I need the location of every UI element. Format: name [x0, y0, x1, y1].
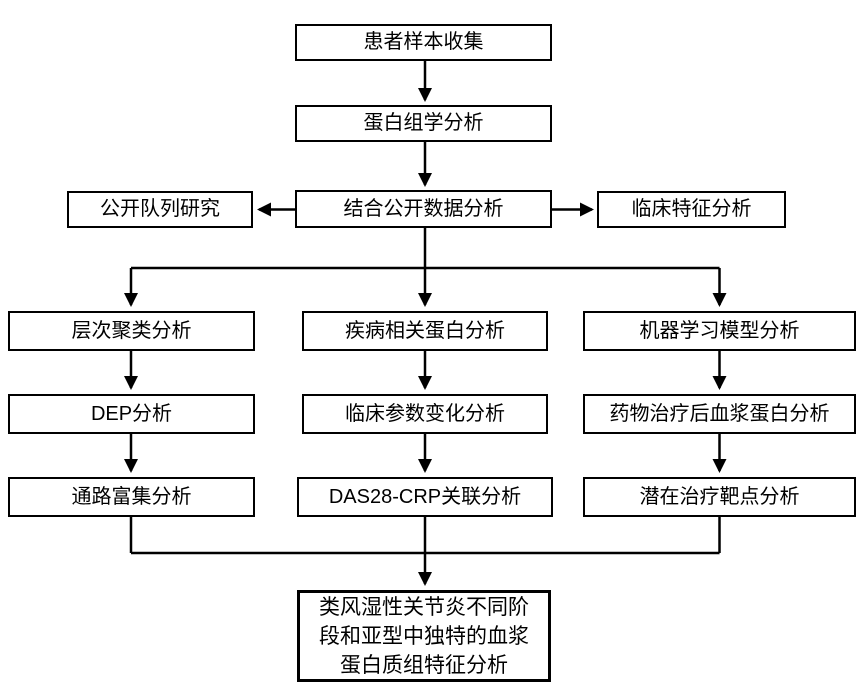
node-patient-sample-collection: 患者样本收集 — [295, 24, 552, 61]
node-pathway-enrichment-analysis: 通路富集分析 — [8, 477, 255, 517]
node-clinical-parameter-change-analysis: 临床参数变化分析 — [302, 394, 548, 434]
node-final-plasma-proteome-feature-analysis: 类风湿性关节炎不同阶 段和亚型中独特的血浆 蛋白质组特征分析 — [297, 590, 551, 682]
node-combined-public-data-analysis: 结合公开数据分析 — [295, 190, 552, 228]
node-public-cohort-study: 公开队列研究 — [67, 191, 253, 228]
node-das28-crp-association-analysis: DAS28-CRP关联分析 — [297, 477, 553, 517]
final-node-line: 类风湿性关节炎不同阶 — [319, 595, 529, 619]
node-potential-therapeutic-target-analysis: 潜在治疗靶点分析 — [583, 477, 856, 517]
final-node-line: 段和亚型中独特的血浆 — [319, 624, 529, 648]
node-proteomics-analysis: 蛋白组学分析 — [295, 105, 552, 142]
node-dep-analysis: DEP分析 — [8, 394, 255, 434]
node-hierarchical-clustering-analysis: 层次聚类分析 — [8, 311, 255, 351]
node-disease-related-protein-analysis: 疾病相关蛋白分析 — [302, 311, 548, 351]
node-machine-learning-model-analysis: 机器学习模型分析 — [583, 311, 856, 351]
node-post-drug-plasma-protein-analysis: 药物治疗后血浆蛋白分析 — [583, 394, 856, 434]
node-clinical-feature-analysis: 临床特征分析 — [597, 191, 786, 228]
final-node-line: 蛋白质组特征分析 — [340, 653, 508, 677]
